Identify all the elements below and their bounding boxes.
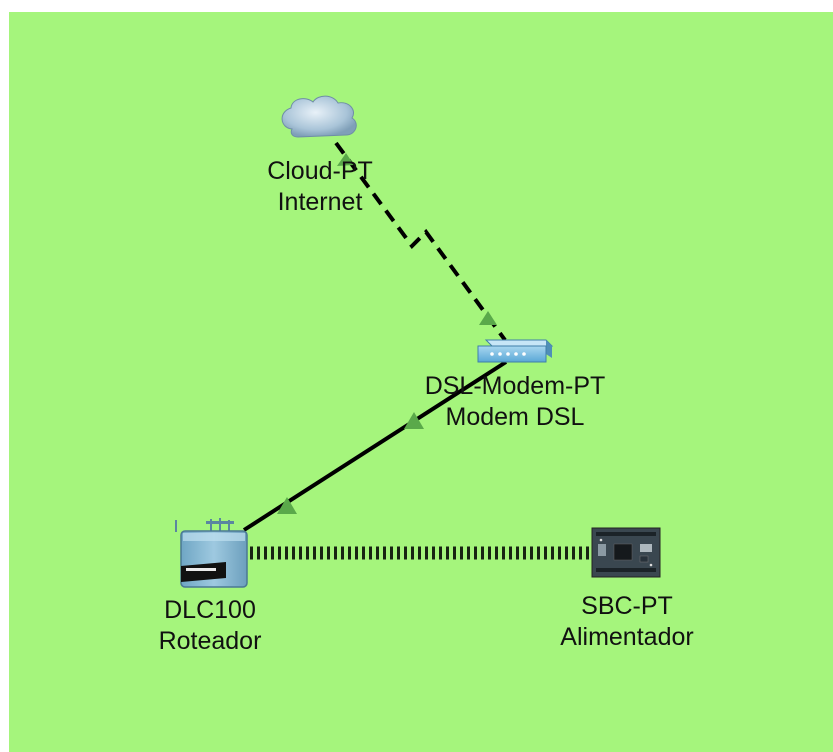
- cloud-model-text: Cloud-PT: [267, 157, 373, 185]
- router-label: DLC100 Roteador: [140, 595, 280, 657]
- link-status-indicator: [277, 497, 297, 514]
- sbc-model-text: SBC-PT: [581, 592, 673, 620]
- cloud-label: Cloud-PT Internet: [250, 156, 390, 218]
- dsl-modem-icon[interactable]: [477, 339, 554, 363]
- router-model-text: DLC100: [164, 596, 256, 624]
- sbc-label: SBC-PT Alimentador: [546, 591, 708, 653]
- link-cloud-modem[interactable]: [334, 141, 507, 342]
- home-gateway-icon[interactable]: [175, 518, 248, 588]
- link-modem-router[interactable]: [242, 360, 508, 532]
- modem-label: DSL-Modem-PT Modem DSL: [395, 371, 635, 433]
- modem-model-text: DSL-Modem-PT: [424, 372, 606, 400]
- link-status-indicator: [479, 311, 497, 325]
- sbc-board-icon[interactable]: [591, 527, 661, 578]
- link-status-indicator: [337, 153, 354, 166]
- link-status-indicator: [404, 412, 424, 429]
- workspace-background: [9, 12, 833, 752]
- cloud-icon[interactable]: [281, 95, 357, 138]
- modem-name-text: Modem DSL: [445, 403, 585, 431]
- sbc-name-text: Alimentador: [560, 623, 694, 651]
- cloud-name-text: Internet: [277, 188, 363, 216]
- router-name-text: Roteador: [158, 627, 262, 655]
